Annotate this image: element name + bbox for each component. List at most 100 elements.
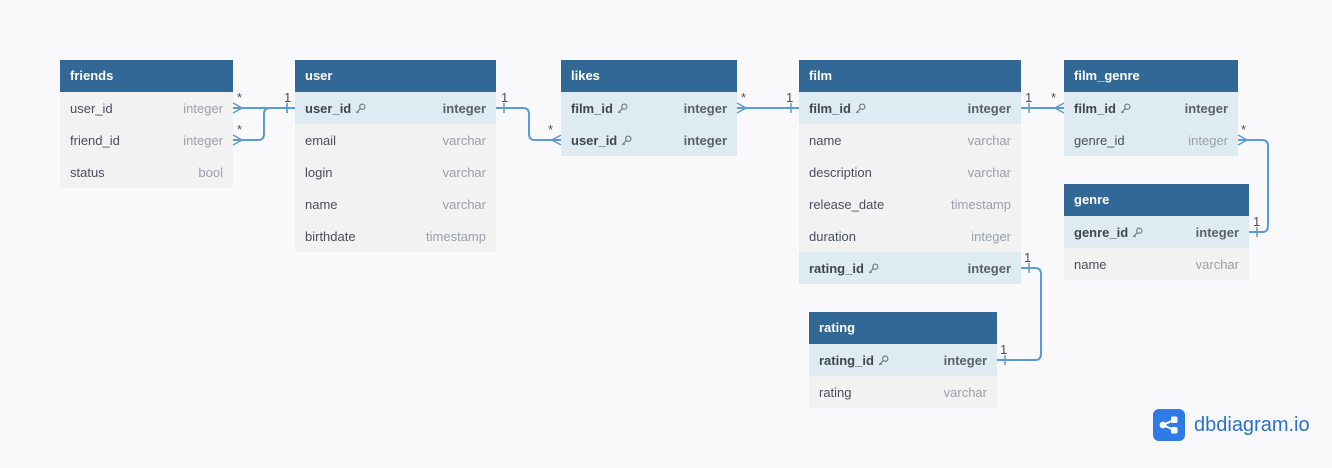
table-genre[interactable]: genre genre_id integer name varchar [1064,184,1249,280]
field-type: varchar [967,132,1011,148]
field-row[interactable]: genre_id integer [1064,216,1249,248]
field-name-wrap: description [809,165,872,180]
dbdiagram-logo[interactable]: dbdiagram.io [1153,409,1310,441]
field-type: integer [967,260,1011,276]
field-row[interactable]: name varchar [1064,248,1249,280]
field-row[interactable]: rating_id integer [809,344,997,376]
field-row[interactable]: name varchar [799,124,1021,156]
field-type: integer [943,352,987,368]
field-name-wrap: email [305,133,336,148]
field-row[interactable]: friend_id integer [60,124,233,156]
field-name-wrap: status [70,165,105,180]
field-row[interactable]: name varchar [295,188,496,220]
table-header[interactable]: user [295,60,496,92]
field-name: film_id [1074,100,1116,116]
key-icon [1132,227,1143,238]
field-type: integer [183,132,223,148]
field-row[interactable]: duration integer [799,220,1021,252]
field-name-wrap: user_id [70,101,113,116]
key-icon [868,263,879,274]
field-name-wrap: duration [809,229,856,244]
share-nodes-icon [1153,409,1185,441]
field-name-wrap: genre_id [1074,225,1143,240]
field-name: login [305,164,333,180]
field-name-wrap: film_id [1074,101,1131,116]
field-name: film_id [571,100,613,116]
key-icon [878,355,889,366]
table-header[interactable]: genre [1064,184,1249,216]
field-name-wrap: film_id [809,101,866,116]
field-name: user_id [70,100,113,116]
table-header[interactable]: likes [561,60,737,92]
field-type: integer [442,100,486,116]
field-name: release_date [809,196,885,212]
field-name: duration [809,228,856,244]
field-name: user_id [571,132,618,148]
field-name-wrap: friend_id [70,133,120,148]
field-name-wrap: rating [819,385,852,400]
field-type: integer [683,100,727,116]
field-name: status [70,164,105,180]
field-name: birthdate [305,228,356,244]
field-name: user_id [305,100,352,116]
field-name-wrap: user_id [571,133,632,148]
field-name-wrap: login [305,165,332,180]
field-type: timestamp [426,228,486,244]
field-name: rating_id [819,352,874,368]
field-name-wrap: birthdate [305,229,356,244]
field-name: rating [819,384,852,400]
field-name: film_id [809,100,851,116]
field-name: name [809,132,842,148]
field-name-wrap: genre_id [1074,133,1125,148]
field-name-wrap: name [809,133,842,148]
field-name-wrap: rating_id [809,261,879,276]
field-row[interactable]: login varchar [295,156,496,188]
field-name: email [305,132,337,148]
key-icon [621,135,632,146]
field-row[interactable]: birthdate timestamp [295,220,496,252]
field-type: integer [971,228,1011,244]
field-row[interactable]: release_date timestamp [799,188,1021,220]
field-row[interactable]: user_id integer [295,92,496,124]
field-type: varchar [442,164,486,180]
field-name: name [1074,256,1107,272]
field-type: varchar [943,384,987,400]
field-type: integer [1195,224,1239,240]
field-name: rating_id [809,260,864,276]
field-name: genre_id [1074,132,1125,148]
field-row[interactable]: user_id integer [561,124,737,156]
table-rating[interactable]: rating rating_id integer rating varchar [809,312,997,408]
logo-text: dbdiagram.io [1194,413,1310,436]
field-name-wrap: release_date [809,197,884,212]
field-type: varchar [1195,256,1239,272]
table-header[interactable]: film_genre [1064,60,1238,92]
field-name-wrap: name [305,197,338,212]
field-name-wrap: rating_id [819,353,889,368]
table-header[interactable]: film [799,60,1021,92]
field-name: name [305,196,338,212]
field-row[interactable]: rating_id integer [799,252,1021,284]
key-icon [355,103,366,114]
field-type: timestamp [951,196,1011,212]
field-name-wrap: film_id [571,101,628,116]
field-type: varchar [442,196,486,212]
table-header[interactable]: friends [60,60,233,92]
field-row[interactable]: rating varchar [809,376,997,408]
field-name-wrap: user_id [305,101,366,116]
field-row[interactable]: film_id integer [561,92,737,124]
table-header[interactable]: rating [809,312,997,344]
field-type: integer [683,132,727,148]
